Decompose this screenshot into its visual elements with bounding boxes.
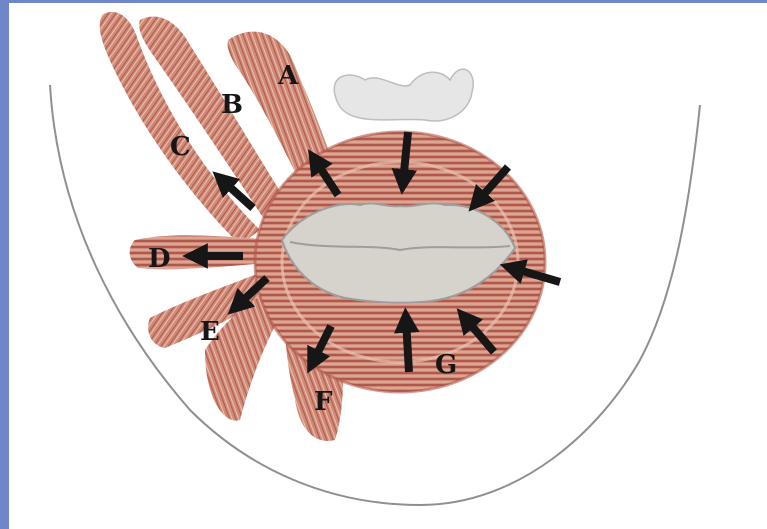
label-b: B: [221, 90, 243, 120]
nose-base: [334, 69, 473, 121]
label-c: C: [170, 132, 191, 162]
label-d: D: [148, 244, 171, 274]
label-e: E: [200, 317, 220, 347]
arrow-icon: [403, 132, 408, 182]
label-g: G: [435, 350, 457, 380]
arrow-icon: [406, 320, 409, 372]
label-f: F: [314, 387, 333, 417]
label-a: A: [277, 61, 299, 91]
